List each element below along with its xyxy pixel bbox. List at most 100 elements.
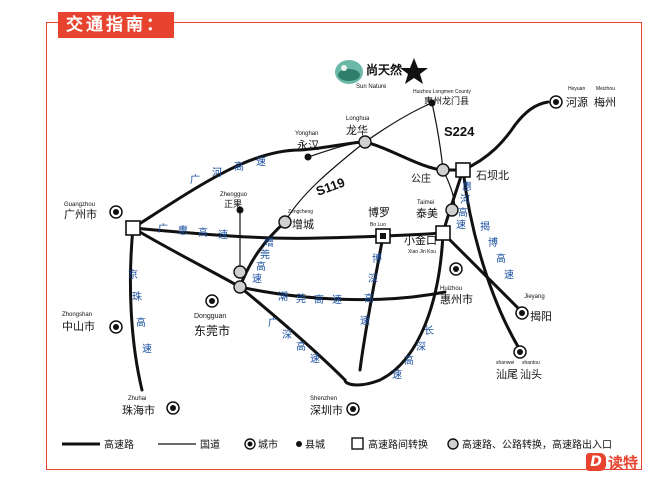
exit-guanghui-mid	[233, 265, 247, 279]
highway-label-char: 揭	[480, 220, 490, 233]
exit-zengcheng	[278, 215, 292, 229]
exit-dongguan-north	[233, 280, 247, 294]
label-shibabei-cn: 石坝北	[476, 168, 509, 182]
destination-logo	[335, 60, 363, 84]
label-dongguan-en: Dongguan	[194, 313, 226, 320]
highway-label-char: 速	[142, 343, 152, 355]
label-highway-chaoguan: 潮 莞 高 速	[278, 290, 342, 306]
label-highway-jingzhu: 京 珠 高 速	[128, 268, 152, 355]
label-taimei-en: Taimei	[417, 200, 434, 206]
exit-gongzhuang	[436, 163, 450, 177]
page-title: 交通指南：	[58, 12, 174, 38]
label-shanwei-cn: 汕尾	[496, 368, 518, 381]
label-longmen-cn: 惠州龙门县	[424, 95, 469, 107]
highway-guanghe	[131, 100, 550, 230]
label-zhuhai-cn: 珠海市	[122, 403, 155, 417]
legend-exit: 高速路、公路转换，高速路出入口	[462, 438, 612, 451]
label-guangzhou-cn: 广州市	[64, 207, 97, 221]
highway-label-char: 珠	[132, 290, 142, 303]
highway-label-char: 长	[424, 325, 434, 337]
label-highway-boshen: 博 深 高 速	[360, 252, 382, 327]
county-longmen	[428, 99, 436, 107]
label-heyuan-cn: 河源	[566, 95, 588, 109]
highway-label-char: 速	[310, 353, 320, 365]
route-s119: S119	[314, 175, 347, 199]
highway-boshen	[358, 234, 385, 372]
label-highway-jiehui: 揭 博 高 速	[480, 220, 514, 281]
legend-highway: 高速路	[104, 438, 134, 451]
county-yonghan	[304, 153, 312, 161]
highway-label-char: 高	[296, 340, 306, 353]
label-taimei-cn: 泰美	[416, 206, 438, 220]
label-yonghan-cn: 永汉	[297, 138, 319, 152]
interchange-xiaojinkou	[435, 225, 451, 241]
label-zhengguo-en: Zhengguo	[220, 192, 248, 198]
label-xiaojinkou-cn: 小金口	[404, 233, 437, 247]
highway-label-char: 高	[496, 252, 506, 265]
highway-label-char: 广	[268, 317, 278, 329]
label-huizhou-cn: 惠州市	[440, 292, 473, 306]
legend: 高速路 国道 城市 县城 高速路间转换 高速路、公路转换，高速路出入口	[62, 437, 612, 451]
highway-label-char: 高	[458, 206, 468, 219]
highway-label-char: 速	[252, 273, 262, 285]
county-zhengguo	[236, 206, 244, 214]
highway-label-char: 深	[416, 341, 426, 353]
highway-label-char: 增	[264, 236, 274, 249]
route-s224: S224	[444, 124, 475, 139]
label-meizhou-en: Meizhou	[596, 86, 615, 92]
label-guangzhou-en: Guangzhou	[64, 202, 95, 208]
label-shantou-en: shantou	[522, 360, 540, 366]
label-jieyang-en: Jieyang	[524, 294, 545, 300]
label-dongguan-cn: 东莞市	[194, 323, 230, 338]
road-s119	[284, 141, 366, 223]
label-zengcheng-en: Zengcheng	[288, 209, 313, 215]
brand-logo: D 读特	[586, 452, 638, 472]
interchange-guangzhou	[125, 220, 141, 236]
highway-label-char: 深	[282, 329, 292, 341]
highway-label-char: 高	[314, 293, 324, 306]
interchange-shibabei	[455, 162, 471, 178]
label-shenzhen-cn: 深圳市	[310, 403, 343, 417]
highway-chaoguan	[238, 285, 447, 302]
city-markers	[109, 95, 563, 416]
label-highway-changshen: 长 深 高 速	[392, 325, 434, 381]
label-highway-guangshen: 广 深 高 速	[268, 317, 320, 365]
highway-label-char: 惠	[462, 180, 472, 193]
legend-city: 城市	[258, 438, 278, 451]
highway-label-char: 高	[198, 226, 208, 239]
highway-label-char: 广	[158, 223, 168, 235]
label-zhongshan-en: Zhongshan	[62, 312, 92, 318]
legend-county: 县城	[305, 439, 325, 451]
highway-label-char: 河	[212, 167, 222, 179]
label-boluo-en: Bo Luo	[370, 222, 386, 228]
highway-label-char: 广	[190, 174, 200, 186]
destination-name: 尚天然	[366, 62, 402, 77]
road-longhua-longmen	[364, 102, 433, 143]
label-zhengguo-cn: 正果	[224, 199, 242, 210]
highway-label-char: 速	[360, 315, 370, 327]
label-highway-zengguan: 增 莞 高 速	[252, 236, 274, 285]
brand-mark-icon: D	[586, 453, 606, 471]
label-xiaojinkou-en: Xiao Jin Kou	[408, 249, 436, 255]
label-heyuan-en: Heyuan	[568, 86, 585, 92]
label-zhongshan-cn: 中山市	[62, 319, 95, 333]
label-jieyang-cn: 揭阳	[530, 309, 552, 323]
label-highway-guanghe: 广 河 高 速	[190, 156, 266, 186]
label-longhua-en: Longhua	[346, 116, 370, 122]
legend-national-road: 国道	[200, 438, 220, 451]
highway-label-char: 速	[332, 294, 342, 306]
exit-taimei	[445, 203, 459, 217]
highway-shanwei	[461, 168, 522, 352]
highway-label-char: 高	[404, 354, 414, 367]
label-highway-huihe: 惠 河 高 速	[456, 180, 472, 231]
destination-sub: Sun Nature	[356, 84, 387, 90]
highway-label-char: 深	[368, 273, 378, 285]
highway-label-char: 惠	[178, 224, 188, 237]
highway-label-char: 博	[488, 236, 498, 249]
label-highway-guanghui: 广 惠 高 速	[158, 223, 228, 241]
highway-label-char: 速	[392, 369, 402, 381]
destination-star-icon	[400, 58, 428, 84]
label-yonghan-en: Yonghan	[295, 131, 318, 137]
label-longmen-en: Huizhou Longmen County	[413, 89, 471, 95]
